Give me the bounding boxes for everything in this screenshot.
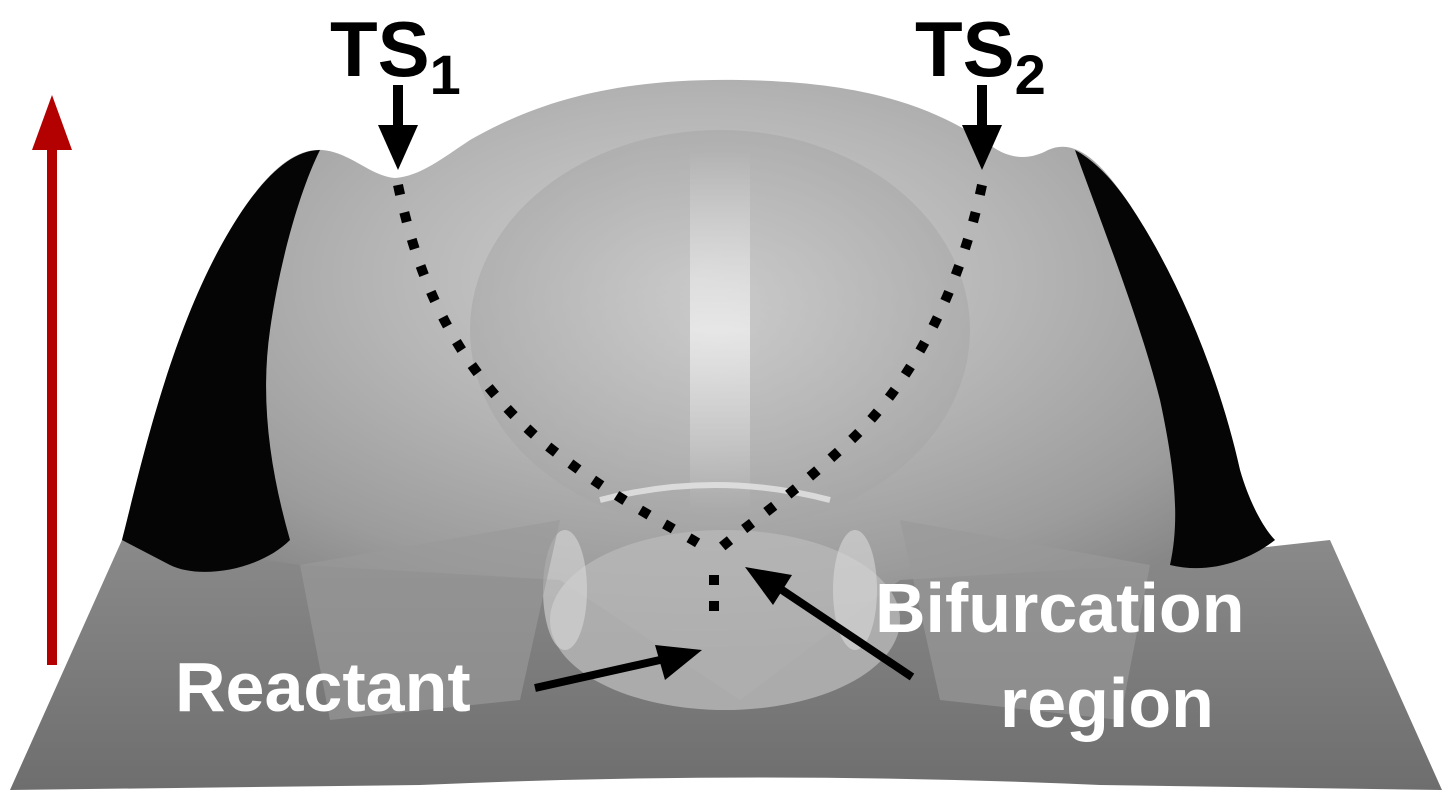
bifurcation-arrow — [745, 567, 915, 681]
reaction-path-right — [712, 183, 987, 556]
ts1-label: TS1 — [330, 10, 461, 103]
surface-right-shadow — [1075, 150, 1275, 569]
bifurcation-label-line1: Bifurcation — [875, 569, 1245, 647]
energy-axis-arrow — [32, 95, 72, 665]
ts2-label-sub: 2 — [1014, 43, 1046, 106]
bifurcation-label-line2: region — [1000, 664, 1214, 742]
surface-left-streak — [543, 530, 587, 650]
reactant-arrow — [534, 645, 702, 692]
ts2-label: TS2 — [915, 10, 1046, 103]
surface-left-facet — [300, 520, 560, 720]
ts1-label-main: TS — [330, 5, 430, 93]
surface-right-facet — [900, 520, 1150, 720]
reaction-path-left — [393, 183, 715, 557]
surface-ridge — [599, 482, 831, 503]
ts2-arrow — [962, 85, 1002, 170]
reactant-label: Reactant — [175, 648, 471, 726]
ts1-arrow — [378, 85, 418, 170]
surface-right-streak — [833, 530, 877, 650]
surface-highlight — [690, 150, 750, 510]
surface-left-shadow — [122, 150, 320, 572]
ts2-label-main: TS — [915, 5, 1015, 93]
ts1-label-sub: 1 — [429, 43, 461, 106]
energy-surface — [10, 79, 1442, 790]
